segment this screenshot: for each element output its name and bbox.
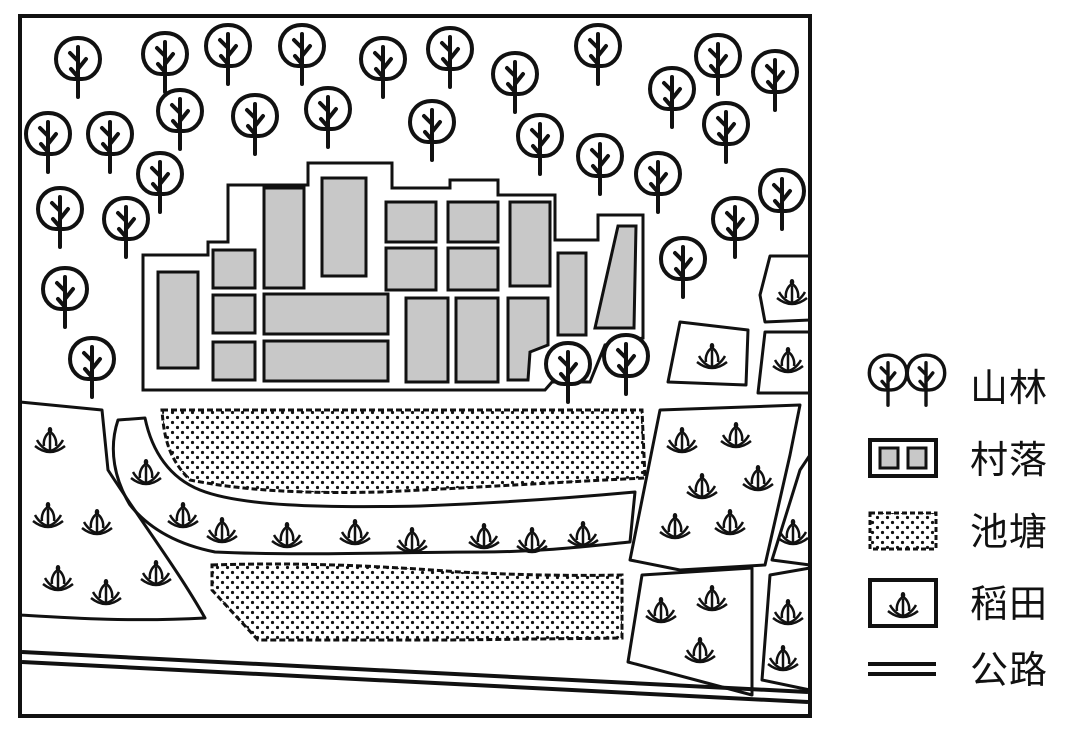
legend-label-pond: 池塘: [970, 510, 1049, 554]
village-buildings: [156, 176, 638, 384]
legend-label-village: 村落: [970, 438, 1049, 482]
legend-label-road: 公路: [970, 648, 1049, 692]
pond-south: [210, 562, 624, 642]
legend-road-icon: [868, 662, 936, 676]
legend-pond-icon: [868, 511, 938, 551]
legend-label-paddy: 稻田: [970, 582, 1049, 626]
legend-village-icon: [868, 438, 938, 478]
pond-north: [160, 408, 647, 494]
legend-paddy-icon: [868, 578, 938, 628]
legend-label-forest: 山林: [970, 366, 1049, 410]
road: [21, 650, 809, 694]
legend-forest-icon: [867, 353, 947, 407]
